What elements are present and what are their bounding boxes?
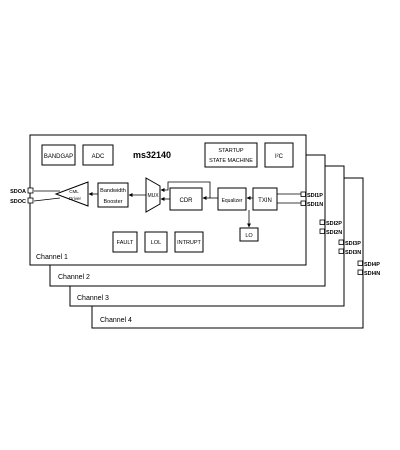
sdi4n-label: SDI4N bbox=[364, 271, 380, 277]
sdi4n-pin bbox=[357, 269, 363, 275]
txin-block bbox=[252, 187, 278, 211]
sdi3p-pin bbox=[338, 239, 344, 245]
fault-block bbox=[112, 231, 138, 253]
state-machine-label: STATE MACHINE bbox=[209, 158, 253, 164]
cml-driver-block bbox=[54, 181, 89, 207]
i2c-label: I²C bbox=[275, 154, 284, 160]
sdoc-wire bbox=[33, 197, 61, 202]
cml-driver-label: Driver bbox=[69, 196, 82, 201]
sdi4p-pin bbox=[357, 260, 363, 266]
sdi2p-pin bbox=[319, 219, 325, 225]
sdi3n-label: SDI3N bbox=[345, 250, 361, 256]
lol-block bbox=[144, 231, 168, 253]
lo-label: LO bbox=[245, 233, 253, 239]
equalizer-bypass-arrow bbox=[160, 181, 211, 198]
i2c-block bbox=[264, 142, 294, 168]
channel-1-label: Channel 1 bbox=[36, 254, 68, 261]
mux-label: MUX bbox=[147, 193, 159, 199]
sdi3n-pin bbox=[338, 248, 344, 254]
lo-block bbox=[239, 227, 259, 242]
sdoc-pin bbox=[27, 197, 34, 204]
sdi3p-label: SDI3P bbox=[345, 241, 361, 247]
channel-2-label: Channel 2 bbox=[58, 274, 90, 281]
intrupt-block bbox=[174, 231, 204, 253]
sdi1n-pin bbox=[300, 200, 306, 206]
startup-label: STARTUP bbox=[218, 148, 243, 154]
sdi1n-label: SDI1N bbox=[307, 202, 323, 208]
equalizer-block bbox=[217, 187, 247, 211]
bandgap-label: BANDGAP bbox=[44, 154, 73, 160]
bandwidth-booster-block bbox=[97, 182, 129, 208]
intrupt-label: INTRUPT bbox=[177, 240, 201, 246]
txin-label: TXIN bbox=[258, 198, 272, 204]
sdoa-pin bbox=[27, 187, 34, 194]
bandwidth-label: Bandwidth bbox=[100, 188, 126, 194]
sdi1p-label: SDI1P bbox=[307, 193, 323, 199]
adc-label: ADC bbox=[92, 154, 105, 160]
equalizer-label: Equalizer bbox=[222, 198, 243, 204]
cdr-label: CDR bbox=[180, 198, 194, 204]
channel-4-label: Channel 4 bbox=[100, 317, 132, 324]
sdoa-label: SDOA bbox=[10, 189, 26, 195]
mux-block bbox=[145, 177, 161, 213]
sdi4p-label: SDI4P bbox=[364, 262, 380, 268]
sdi2p-label: SDI2P bbox=[326, 221, 342, 227]
lol-label: LOL bbox=[151, 240, 161, 246]
bandgap-block bbox=[41, 144, 76, 166]
booster-label: Booster bbox=[104, 199, 123, 205]
chip-title: ms32140 bbox=[133, 150, 171, 160]
sdoc-label: SDOC bbox=[10, 199, 26, 205]
startup-state-machine-block bbox=[204, 142, 258, 168]
channel-3-label: Channel 3 bbox=[77, 295, 109, 302]
sdi2n-label: SDI2N bbox=[326, 230, 342, 236]
sdi2n-pin bbox=[319, 228, 325, 234]
cml-label: CML bbox=[69, 189, 79, 194]
sdi1p-pin bbox=[300, 191, 306, 197]
fault-label: FAULT bbox=[117, 240, 134, 246]
adc-block bbox=[82, 144, 114, 166]
